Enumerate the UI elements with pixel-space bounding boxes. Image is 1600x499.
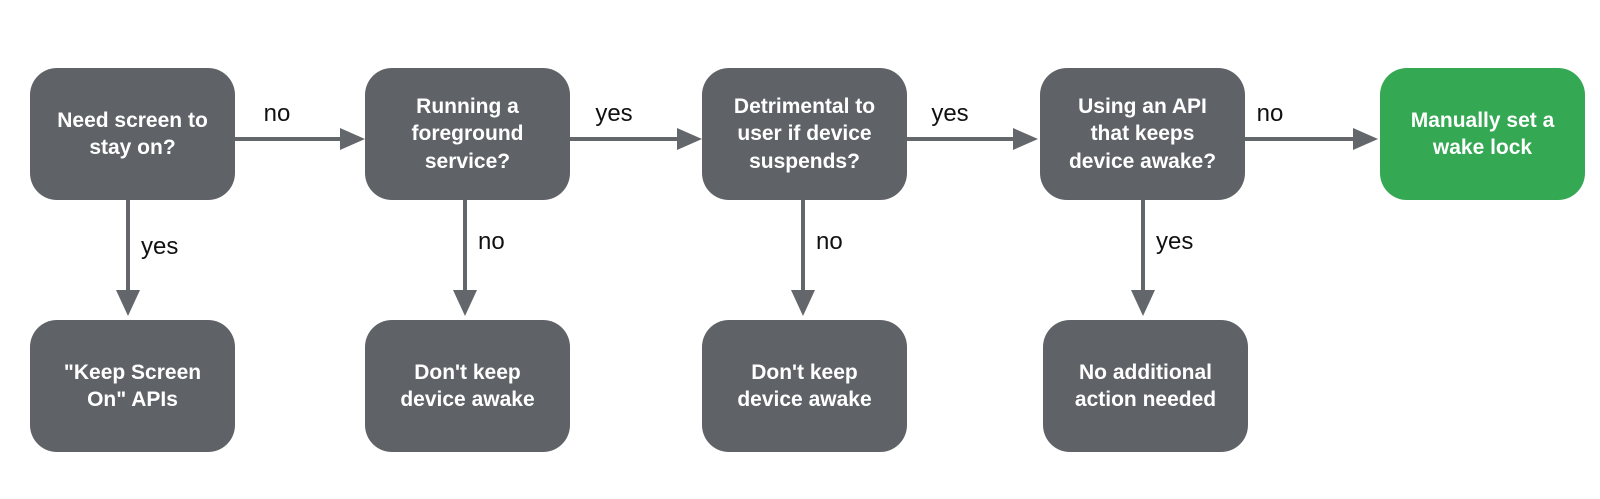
arrow-line: [1141, 200, 1145, 292]
node-label: Need screen to stay on?: [57, 108, 208, 159]
node-label: Running a foreground service?: [411, 95, 524, 173]
edge-label: no: [263, 100, 291, 127]
node-label: Manually set a wake lock: [1410, 108, 1555, 159]
arrow-line: [801, 200, 805, 292]
node-manual-wake-lock: Manually set a wake lock: [1380, 68, 1585, 200]
arrow-line: [235, 137, 342, 141]
arrow-line: [570, 137, 679, 141]
edge-label: yes: [931, 100, 969, 127]
node-label: "Keep Screen On" APIs: [63, 360, 202, 411]
arrow-line: [907, 137, 1015, 141]
node-label: Don't keep device awake: [737, 360, 872, 411]
node-dont-keep-awake-1: Don't keep device awake: [365, 320, 570, 452]
arrowhead-icon: [340, 128, 365, 150]
edge-label: yes: [595, 100, 633, 127]
node-label: No additional action needed: [1074, 360, 1217, 411]
arrowhead-icon: [1013, 128, 1038, 150]
arrowhead-icon: [1353, 128, 1378, 150]
node-dont-keep-awake-2: Don't keep device awake: [702, 320, 907, 452]
arrowhead-icon: [453, 290, 477, 316]
arrowhead-icon: [116, 290, 140, 316]
edge-label: no: [1256, 100, 1284, 127]
arrow-line: [126, 200, 130, 292]
edge-label: yes: [1156, 228, 1194, 255]
node-no-additional-action: No additional action needed: [1043, 320, 1248, 452]
arrowhead-icon: [791, 290, 815, 316]
arrow-line: [1245, 137, 1355, 141]
node-label: Detrimental to user if device suspends?: [733, 95, 876, 173]
arrowhead-icon: [677, 128, 702, 150]
node-foreground-service: Running a foreground service?: [365, 68, 570, 200]
node-need-screen-on: Need screen to stay on?: [30, 68, 235, 200]
node-label: Using an API that keeps device awake?: [1068, 95, 1217, 173]
node-detrimental-suspend: Detrimental to user if device suspends?: [702, 68, 907, 200]
node-api-keeps-awake: Using an API that keeps device awake?: [1040, 68, 1245, 200]
node-label: Don't keep device awake: [400, 360, 535, 411]
edge-label: no: [816, 228, 843, 255]
arrow-line: [463, 200, 467, 292]
arrowhead-icon: [1131, 290, 1155, 316]
node-keep-screen-on-apis: "Keep Screen On" APIs: [30, 320, 235, 452]
edge-label: no: [478, 228, 505, 255]
edge-label: yes: [141, 233, 179, 260]
